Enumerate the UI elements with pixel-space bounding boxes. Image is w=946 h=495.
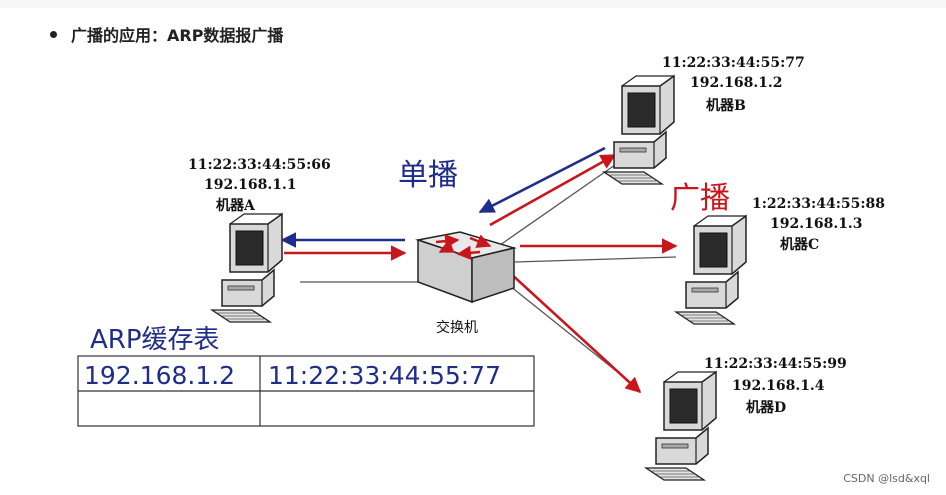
unicast-label: 单播: [398, 158, 458, 193]
arp-cell-mac: 11:22:33:44:55:77: [268, 361, 501, 390]
arp-cell-ip: 192.168.1.2: [84, 361, 235, 390]
arp-table: 192.168.1.2 11:22:33:44:55:77: [77, 355, 535, 427]
bullet-heading: 广播的应用：ARP数据报广播: [50, 22, 283, 46]
computer-b-icon: [603, 75, 675, 185]
machine-c-name: 机器C: [780, 236, 819, 253]
machine-d-ip: 192.168.1.4: [732, 378, 825, 394]
machine-c-ip: 192.168.1.3: [770, 216, 863, 232]
machine-a-ip: 192.168.1.1: [204, 177, 297, 193]
broadcast-label: 广播: [670, 181, 730, 216]
cable-switch-c: [514, 256, 677, 263]
top-bar: [0, 0, 946, 8]
unicast-arrow-from-b: [478, 146, 606, 214]
switch-icon: [415, 231, 517, 304]
machine-a-name: 机器A: [216, 197, 256, 214]
machine-a-mac: 11:22:33:44:55:66: [188, 157, 331, 173]
arp-table-title: ARP缓存表: [90, 325, 220, 355]
broadcast-arrow-to-b: [489, 153, 617, 227]
machine-c-mac: 1:22:33:44:55:88: [752, 196, 885, 212]
heading-text: 广播的应用：ARP数据报广播: [71, 26, 284, 45]
machine-d-mac: 11:22:33:44:55:99: [704, 356, 847, 372]
computer-a-icon: [211, 213, 283, 323]
machine-b-ip: 192.168.1.2: [690, 75, 783, 91]
machine-b-name: 机器B: [706, 97, 746, 114]
watermark: CSDN @lsd&xql: [843, 472, 930, 485]
switch-label: 交换机: [436, 319, 478, 336]
computer-d-icon: [645, 371, 717, 481]
machine-d-name: 机器D: [746, 399, 786, 416]
machine-b-mac: 11:22:33:44:55:77: [662, 55, 805, 71]
cable-switch-b: [499, 164, 616, 246]
computer-c-icon: [675, 215, 747, 325]
broadcast-arrow-to-d: [497, 261, 642, 394]
bullet-dot-icon: [50, 30, 57, 38]
